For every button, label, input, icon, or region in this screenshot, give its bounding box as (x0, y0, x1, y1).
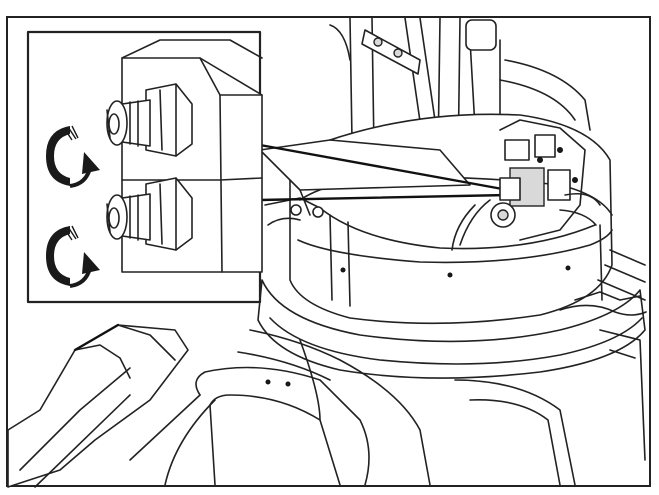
detail-inset (26, 30, 263, 304)
machine-body (257, 17, 647, 379)
fitting-lower (106, 177, 193, 251)
fitting-upper (106, 83, 193, 157)
clockwise-arrow-icon-top (46, 125, 100, 188)
machine-base (7, 323, 646, 488)
clockwise-arrow-icon-bottom (46, 225, 100, 288)
callout-leader (258, 143, 521, 202)
